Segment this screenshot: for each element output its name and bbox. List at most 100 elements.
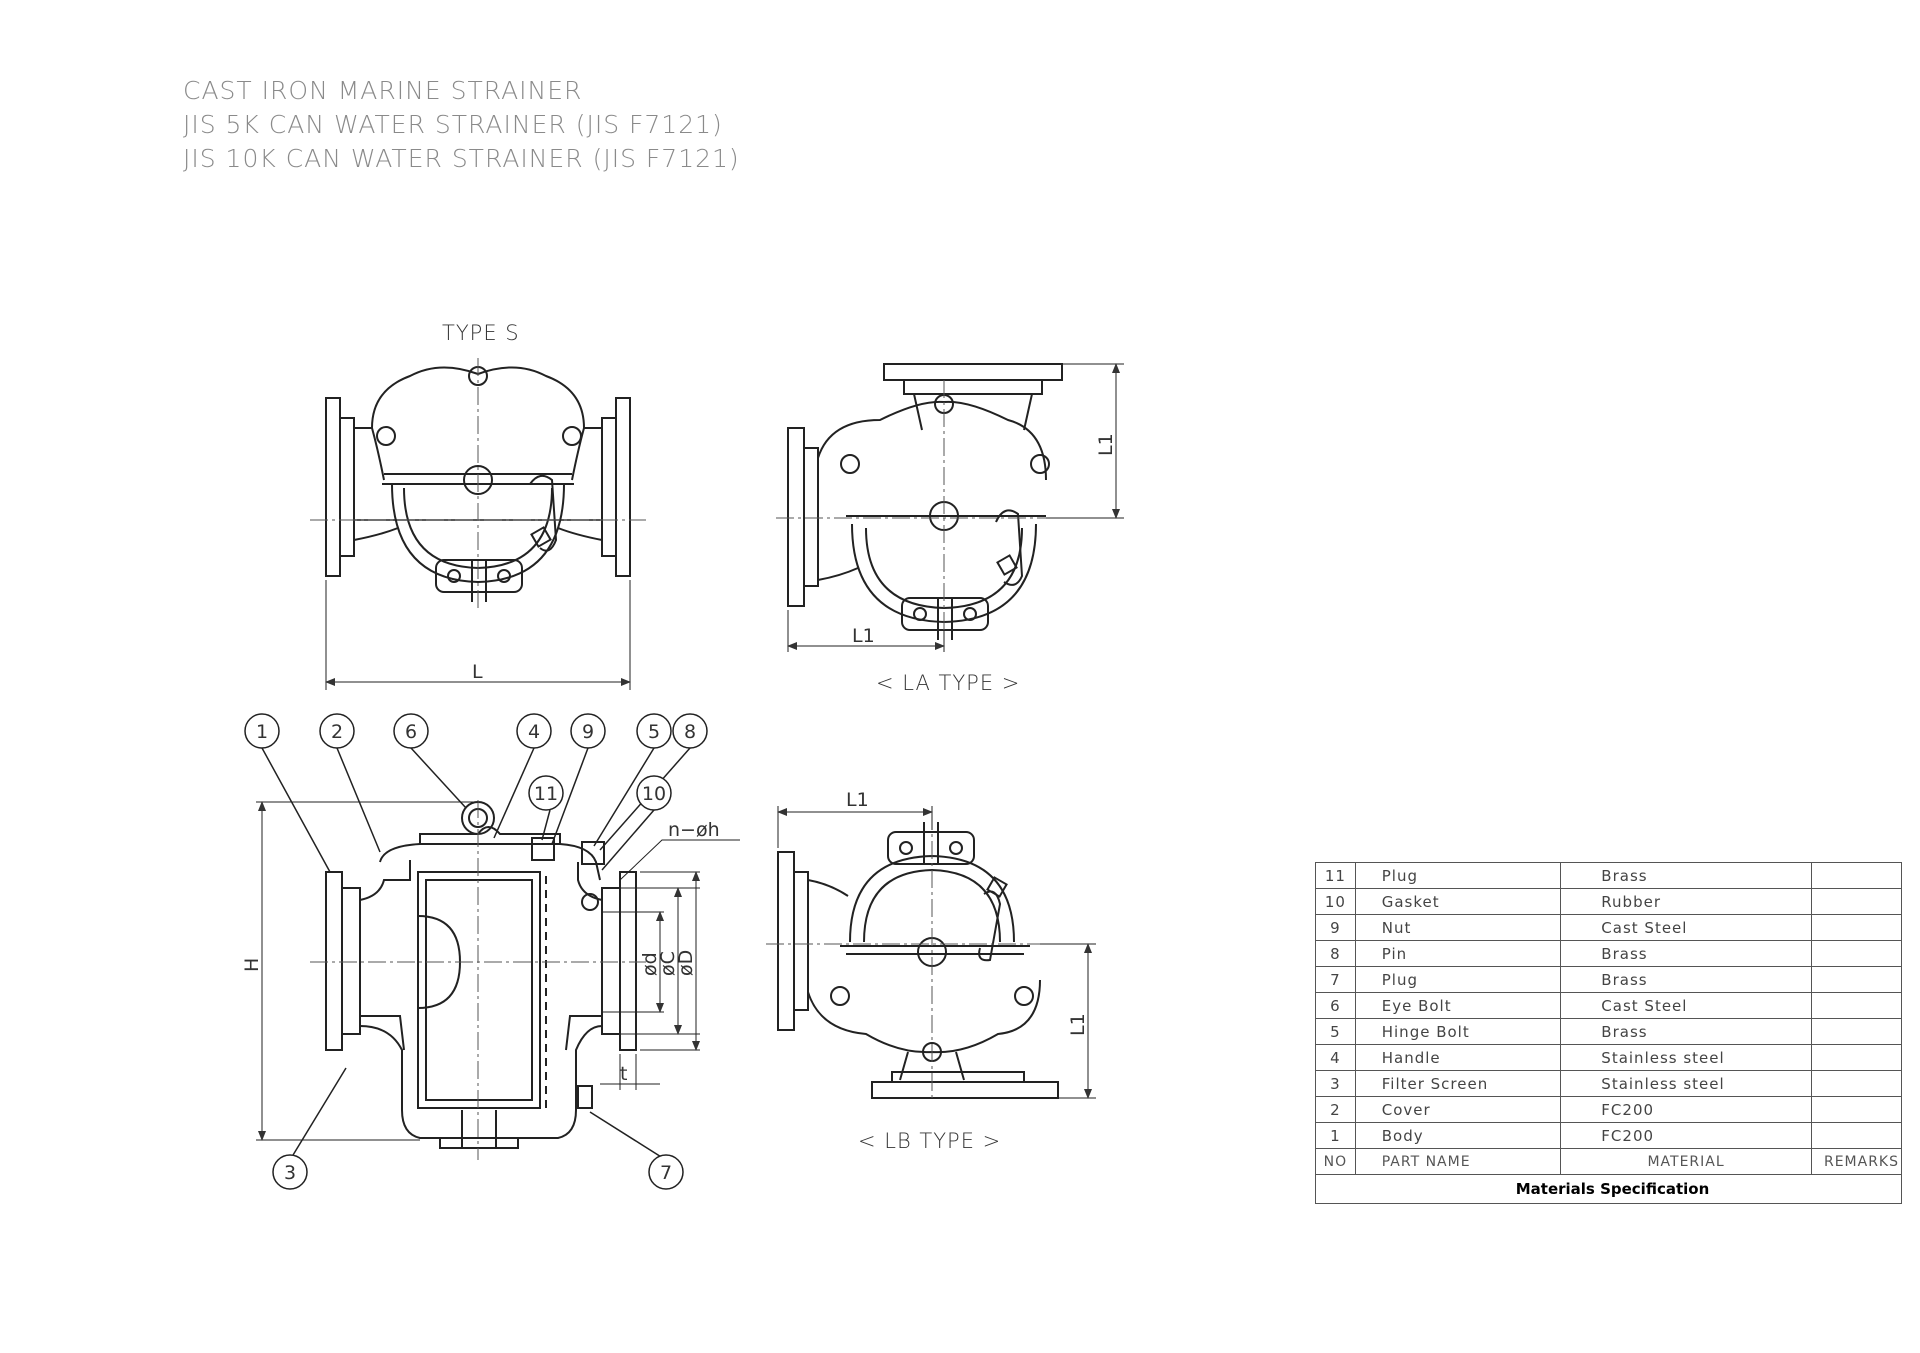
- row-no: 10: [1315, 888, 1356, 915]
- section-hinge-bolt: [581, 841, 605, 865]
- section-dim-height: H: [241, 958, 263, 972]
- lb-top-block: [887, 831, 975, 865]
- table-row: 6 Eye Bolt Cast Steel: [1315, 992, 1903, 1019]
- type-s-bottom-block: [435, 559, 523, 593]
- balloon-6: [393, 713, 429, 749]
- balloon-4-label: 4: [528, 721, 540, 743]
- balloon-9: [570, 713, 606, 749]
- balloon-1: [244, 713, 280, 749]
- balloon-3-label: 3: [284, 1162, 296, 1184]
- row-remarks: [1810, 862, 1903, 889]
- lb-left-flange: [777, 851, 795, 1031]
- title-line-3: JIS 10K CAN WATER STRAINER (JIS F7121): [183, 144, 740, 173]
- row-remarks: [1810, 940, 1903, 967]
- row-part: Plug: [1354, 862, 1562, 889]
- type-s-view: [310, 358, 646, 690]
- row-no: 3: [1315, 1070, 1356, 1097]
- la-dim-length: L1: [852, 625, 875, 647]
- balloon-6-label: 6: [405, 721, 417, 743]
- type-s-left-bolt: [376, 426, 396, 446]
- table-row: 5 Hinge Bolt Brass: [1315, 1018, 1903, 1045]
- row-material: Rubber: [1560, 888, 1812, 915]
- la-dim-height: L1: [1095, 433, 1117, 456]
- section-right-flange: [619, 871, 637, 1051]
- balloon-5: [636, 713, 672, 749]
- balloon-1-label: 1: [256, 721, 268, 743]
- row-material: Brass: [1560, 940, 1812, 967]
- type-s-label: TYPE S: [442, 321, 520, 345]
- row-no: 5: [1315, 1018, 1356, 1045]
- row-material: Brass: [1560, 1018, 1812, 1045]
- title-line-2: JIS 5K CAN WATER STRAINER (JIS F7121): [183, 110, 723, 139]
- type-s-dim-length: L: [472, 661, 483, 683]
- row-part: Cover: [1354, 1096, 1562, 1123]
- section-left-flange: [325, 871, 343, 1051]
- balloon-5-label: 5: [648, 721, 660, 743]
- row-part: Pin: [1354, 940, 1562, 967]
- row-no: 6: [1315, 992, 1356, 1019]
- type-s-eye-bolt: [463, 465, 493, 495]
- row-remarks: [1810, 914, 1903, 941]
- title-line-1: CAST IRON MARINE STRAINER: [183, 76, 583, 105]
- lb-dim-height: L1: [1067, 1013, 1089, 1036]
- la-type-label: < LA TYPE >: [876, 671, 1020, 695]
- lb-cover: [807, 979, 1041, 1054]
- row-part: Handle: [1354, 1044, 1562, 1071]
- row-no: 2: [1315, 1096, 1356, 1123]
- balloon-labels: 1 2 6 4 9 5 8 11 10 3 7: [256, 721, 696, 1184]
- header-material: MATERIAL: [1560, 1148, 1812, 1175]
- drawing-title: CAST IRON MARINE STRAINER JIS 5K CAN WAT…: [183, 74, 740, 176]
- row-remarks: [1810, 992, 1903, 1019]
- table-caption-row: Materials Specification: [1315, 1174, 1902, 1204]
- balloon-2-label: 2: [331, 721, 343, 743]
- row-remarks: [1810, 1070, 1903, 1097]
- header-remarks: REMARKS: [1810, 1148, 1903, 1175]
- materials-specification-table: 11 Plug Brass 10 Gasket Rubber 9 Nut Cas…: [1315, 862, 1903, 1204]
- table-row: 11 Plug Brass: [1315, 862, 1903, 889]
- row-no: 8: [1315, 940, 1356, 967]
- row-part: Nut: [1354, 914, 1562, 941]
- row-no: 9: [1315, 914, 1356, 941]
- type-s-left-flange: [325, 397, 341, 577]
- row-no: 1: [1315, 1122, 1356, 1149]
- table-row: 7 Plug Brass: [1315, 966, 1903, 993]
- balloon-7: [648, 1154, 684, 1190]
- row-material: Brass: [1560, 862, 1812, 889]
- type-s-right-flange: [615, 397, 631, 577]
- row-material: Cast Steel: [1560, 914, 1812, 941]
- table-row: 3 Filter Screen Stainless steel: [1315, 1070, 1903, 1097]
- balloon-11: [528, 775, 564, 811]
- row-part: Hinge Bolt: [1354, 1018, 1562, 1045]
- section-filter-screen: [417, 871, 541, 1109]
- la-type-view: [776, 363, 1124, 652]
- lb-type-view: [766, 806, 1096, 1100]
- row-remarks: [1810, 1096, 1903, 1123]
- balloon-8-label: 8: [684, 721, 696, 743]
- type-s-right-bolt: [562, 426, 582, 446]
- section-bottom-plug: [577, 1085, 593, 1109]
- header-no: NO: [1315, 1148, 1356, 1175]
- row-part: Eye Bolt: [1354, 992, 1562, 1019]
- table-row: 4 Handle Stainless steel: [1315, 1044, 1903, 1071]
- balloon-10-label: 10: [642, 783, 666, 805]
- row-part: Body: [1354, 1122, 1562, 1149]
- section-dim-t: t: [620, 1063, 627, 1085]
- row-material: Brass: [1560, 966, 1812, 993]
- table-row: 1 Body FC200: [1315, 1122, 1903, 1149]
- la-top-flange: [883, 363, 1063, 381]
- row-part: Gasket: [1354, 888, 1562, 915]
- row-material: Stainless steel: [1560, 1070, 1812, 1097]
- row-material: FC200: [1560, 1096, 1812, 1123]
- lb-type-label: < LB TYPE >: [858, 1129, 1001, 1153]
- table-row: 8 Pin Brass: [1315, 940, 1903, 967]
- row-material: Stainless steel: [1560, 1044, 1812, 1071]
- row-part: Plug: [1354, 966, 1562, 993]
- section-dim-c: øC: [657, 951, 679, 976]
- row-material: Cast Steel: [1560, 992, 1812, 1019]
- part-balloons: [244, 713, 708, 1190]
- la-bottom-block: [901, 597, 989, 631]
- balloon-11-label: 11: [534, 783, 558, 805]
- row-remarks: [1810, 966, 1903, 993]
- section-nut: [531, 837, 555, 861]
- row-no: 11: [1315, 862, 1356, 889]
